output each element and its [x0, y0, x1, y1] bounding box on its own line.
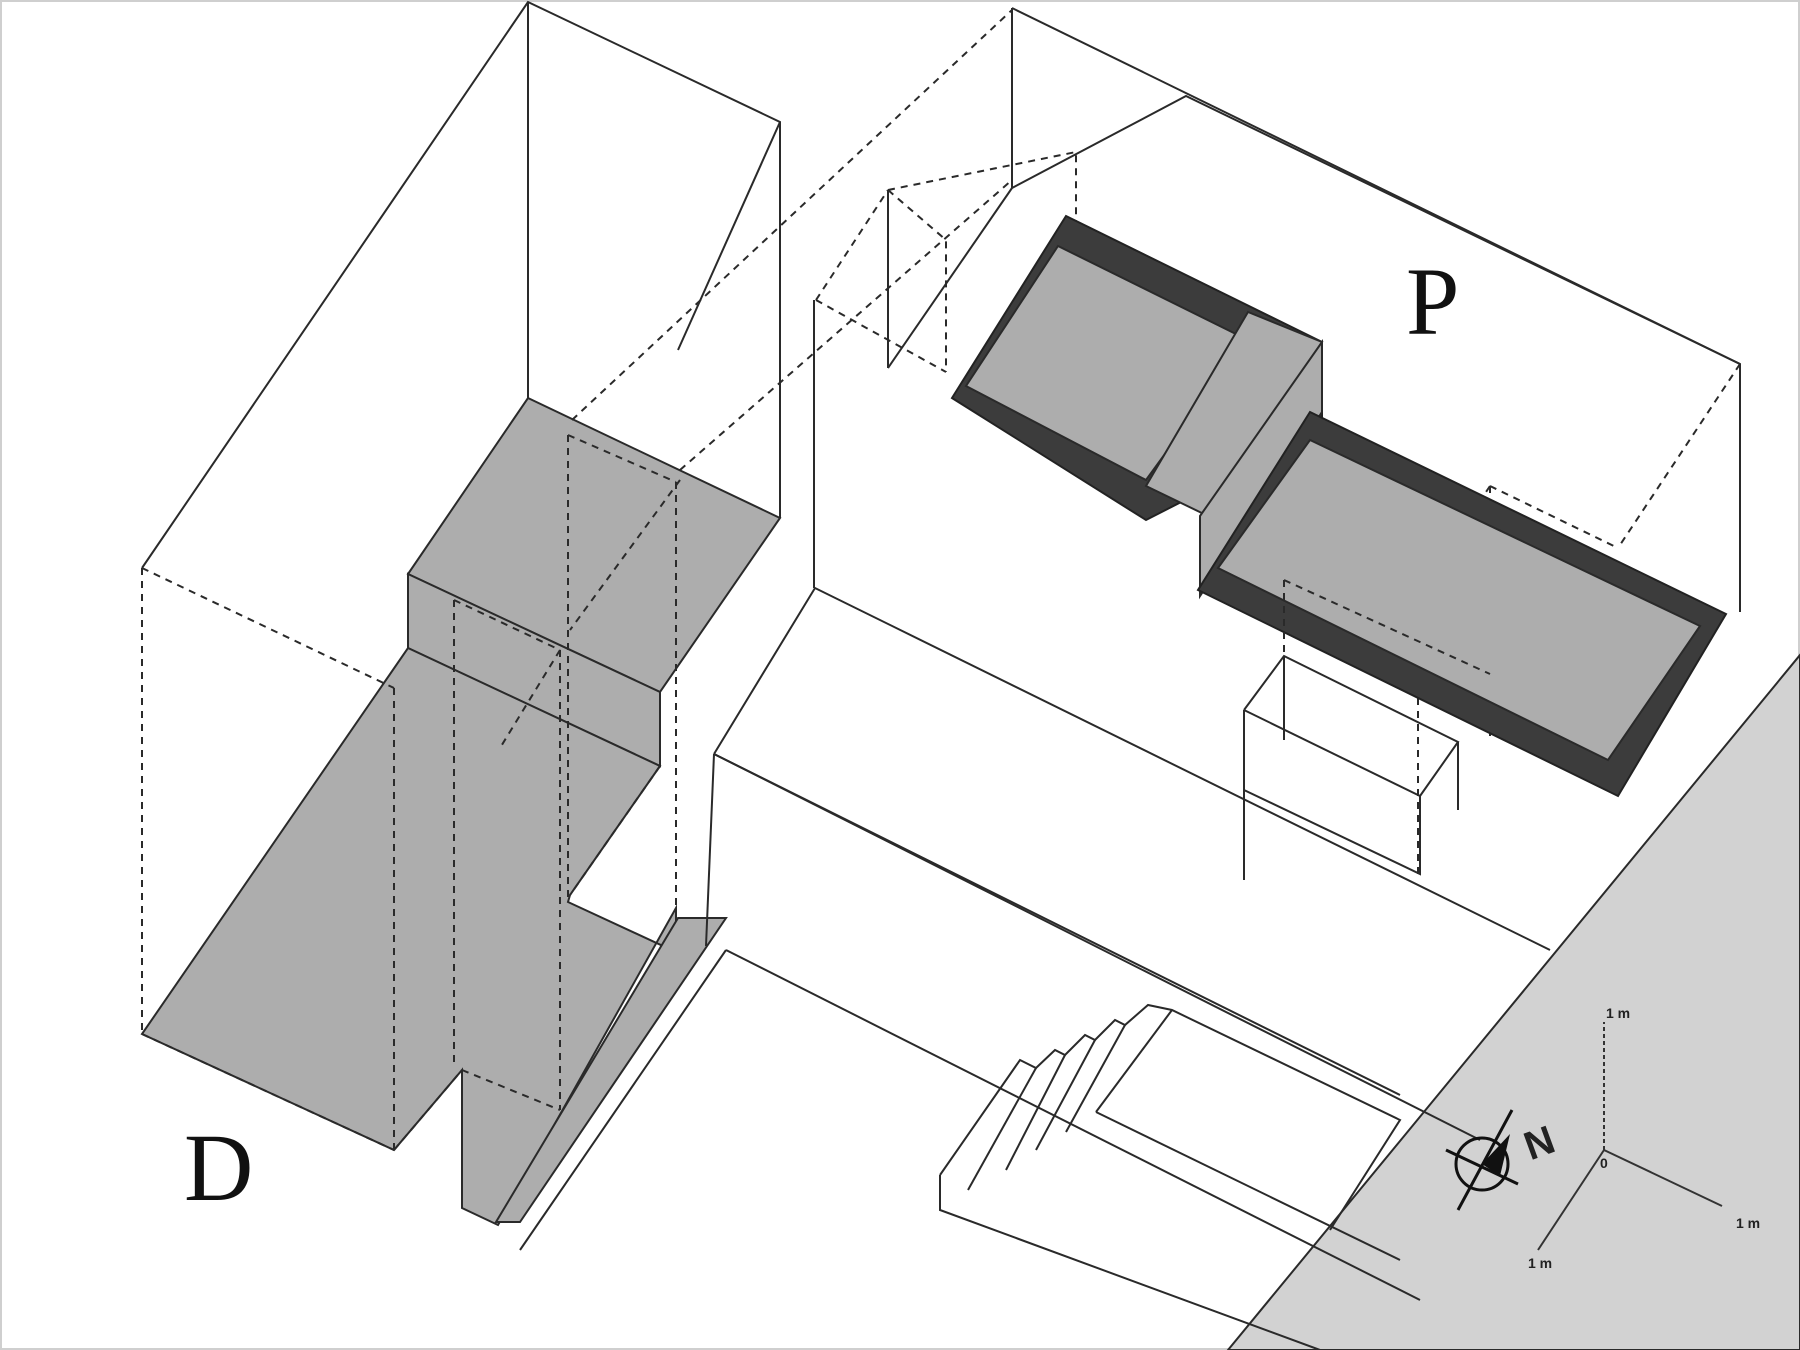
- step-face: [1199, 338, 1323, 600]
- axis-y-label: 1 m: [1528, 1255, 1552, 1271]
- stairs: [939, 1003, 1402, 1350]
- axis-origin-label: 0: [1600, 1155, 1608, 1171]
- label-d: D: [184, 1114, 253, 1221]
- axis-x-label: 1 m: [1736, 1215, 1760, 1231]
- north-arrow-icon: [1445, 1109, 1519, 1211]
- block-d: [140, 0, 1013, 1227]
- scale-axes: [1537, 1022, 1723, 1251]
- void-upper: [964, 244, 1250, 482]
- void-lower: [1216, 438, 1702, 762]
- platform: [519, 300, 1551, 1301]
- axis-z-label: 1 m: [1606, 1005, 1630, 1021]
- block-p: [815, 7, 1741, 880]
- slab-edge: [494, 917, 728, 1223]
- label-p: P: [1406, 248, 1459, 355]
